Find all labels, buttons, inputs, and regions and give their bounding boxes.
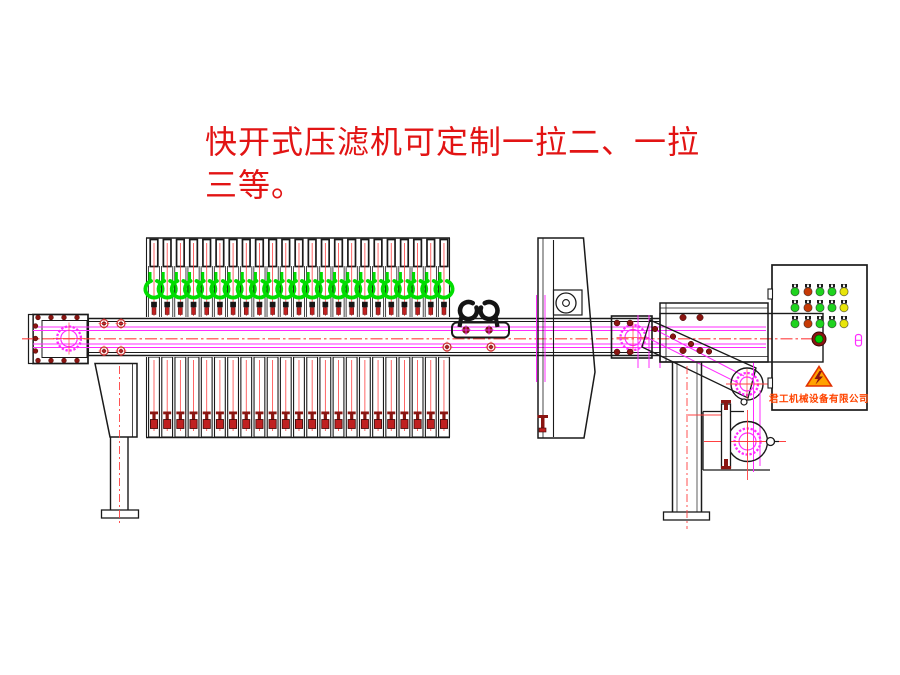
indicator-light [790,300,800,313]
filter-plate [314,238,336,438]
caption-line-2: 三等。 [205,167,305,203]
filter-plate [433,238,455,438]
indicator-light [815,284,825,297]
indicator-light [815,300,825,313]
filter-plate [407,238,429,438]
filter-plate [301,238,323,438]
left-leg [94,362,140,526]
right-leg [662,362,711,529]
indicator-light [790,316,800,329]
start-button [811,331,827,347]
company-label: 君工机械设备有限公司 [769,393,869,405]
panel-handle [854,333,863,347]
left-end-stand-hardware [32,314,85,364]
indicator-lights [790,284,849,329]
control-panel: 君工机械设备有限公司 [659,264,869,411]
indicator-light [827,316,837,329]
caption-line-1: 快开式压滤机可定制一拉二、一拉 [205,124,701,160]
indicator-light [839,316,849,329]
filter-plate [275,238,297,438]
indicator-light [839,284,849,297]
lower-linkage [688,362,786,480]
filter-plate-pack [143,237,455,439]
indicator-light [803,316,813,329]
filter-plate [288,238,310,438]
thrust-stand [537,237,596,439]
indicator-light [790,284,800,297]
warning-triangle-icon [805,365,833,387]
linkage-arm [641,302,770,406]
follower-head [441,295,546,382]
indicator-light [827,284,837,297]
filter-plate [143,238,165,438]
caption-text: 快开式压滤机可定制一拉二、一拉 三等。 [205,121,765,207]
filter-plate [328,238,349,438]
indicator-light [827,300,837,313]
indicator-light [803,300,813,313]
main-beam [22,317,812,357]
filter-plate [341,238,363,438]
indicator-light [815,316,825,329]
indicator-light [839,300,849,313]
indicator-light [803,284,813,297]
beam-mask [88,317,660,357]
filter-plate [235,238,257,438]
filter-plate [222,238,244,438]
